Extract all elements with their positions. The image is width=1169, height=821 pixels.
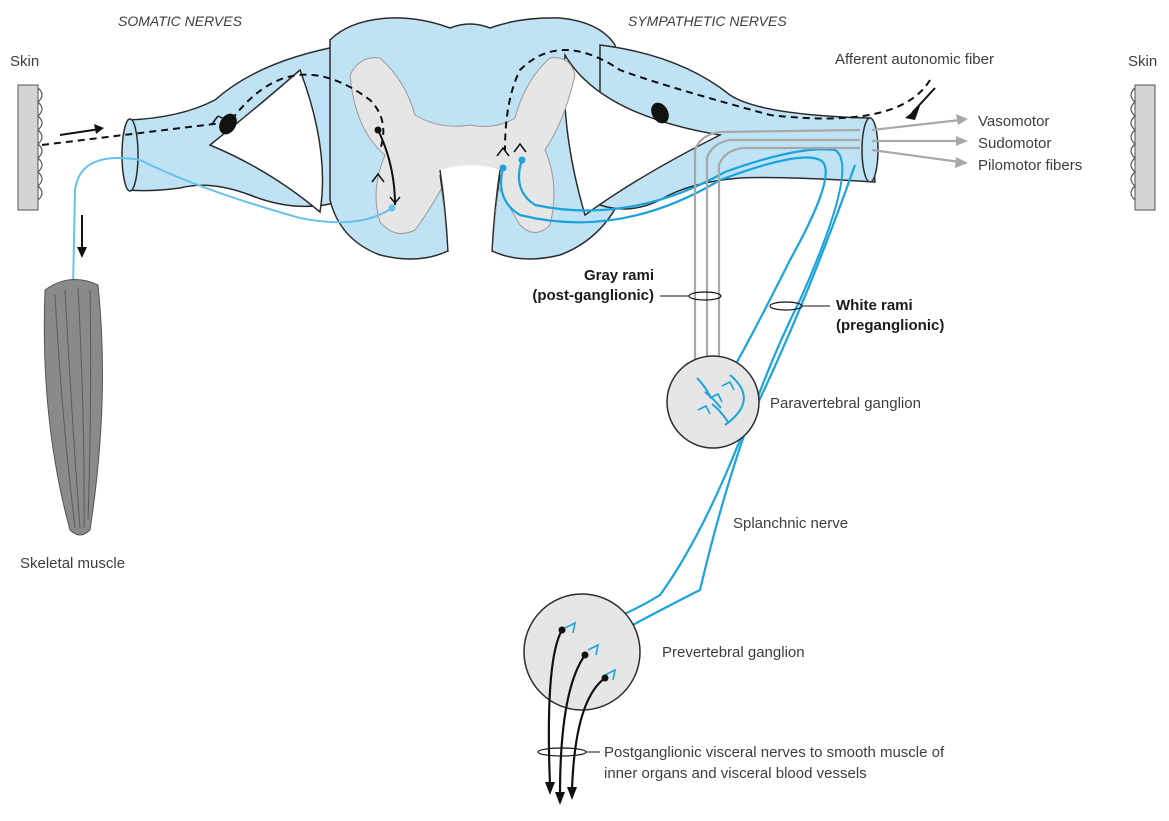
white-rami-label-line1: White rami (836, 297, 913, 314)
afferent-autonomic-fiber-label: Afferent autonomic fiber (835, 51, 994, 68)
splanchnic-nerve-label: Splanchnic nerve (733, 515, 848, 532)
skeletal-muscle-label: Skeletal muscle (20, 555, 125, 572)
skin-right-label: Skin (1128, 53, 1157, 70)
sensory-arrow (60, 129, 100, 135)
anterior-fissure-fill (440, 165, 500, 257)
skeletal-muscle-icon (44, 280, 102, 535)
gray-rami-fiber-3 (719, 148, 860, 386)
paravertebral-ganglion (667, 356, 759, 448)
vasomotor-label: Vasomotor (978, 113, 1049, 130)
paravertebral-ganglion-label: Paravertebral ganglion (770, 395, 921, 412)
gray-rami-label-line2: (post-ganglionic) (532, 287, 654, 304)
gray-rami-label-line1: Gray rami (584, 267, 654, 284)
sudomotor-label: Sudomotor (978, 135, 1051, 152)
postganglionic-label-line1: Postganglionic visceral nerves to smooth… (604, 744, 945, 761)
somatic-nerves-heading: SOMATIC NERVES (118, 13, 243, 29)
left-nerve-cut-end (122, 119, 138, 191)
pilomotor-label: Pilomotor fibers (978, 157, 1082, 174)
skin-left-label: Skin (10, 53, 39, 70)
sympathetic-nerves-heading: SYMPATHETIC NERVES (628, 13, 787, 29)
postganglionic-label-line2: inner organs and visceral blood vessels (604, 765, 867, 782)
spinal-cord-and-nerve-roots (122, 18, 878, 259)
skin-left (18, 85, 42, 210)
white-rami-label-line2: (preganglionic) (836, 317, 944, 334)
prevertebral-ganglion-label: Prevertebral ganglion (662, 644, 805, 661)
skin-right (1131, 85, 1155, 210)
gray-rami-ring (689, 292, 721, 300)
